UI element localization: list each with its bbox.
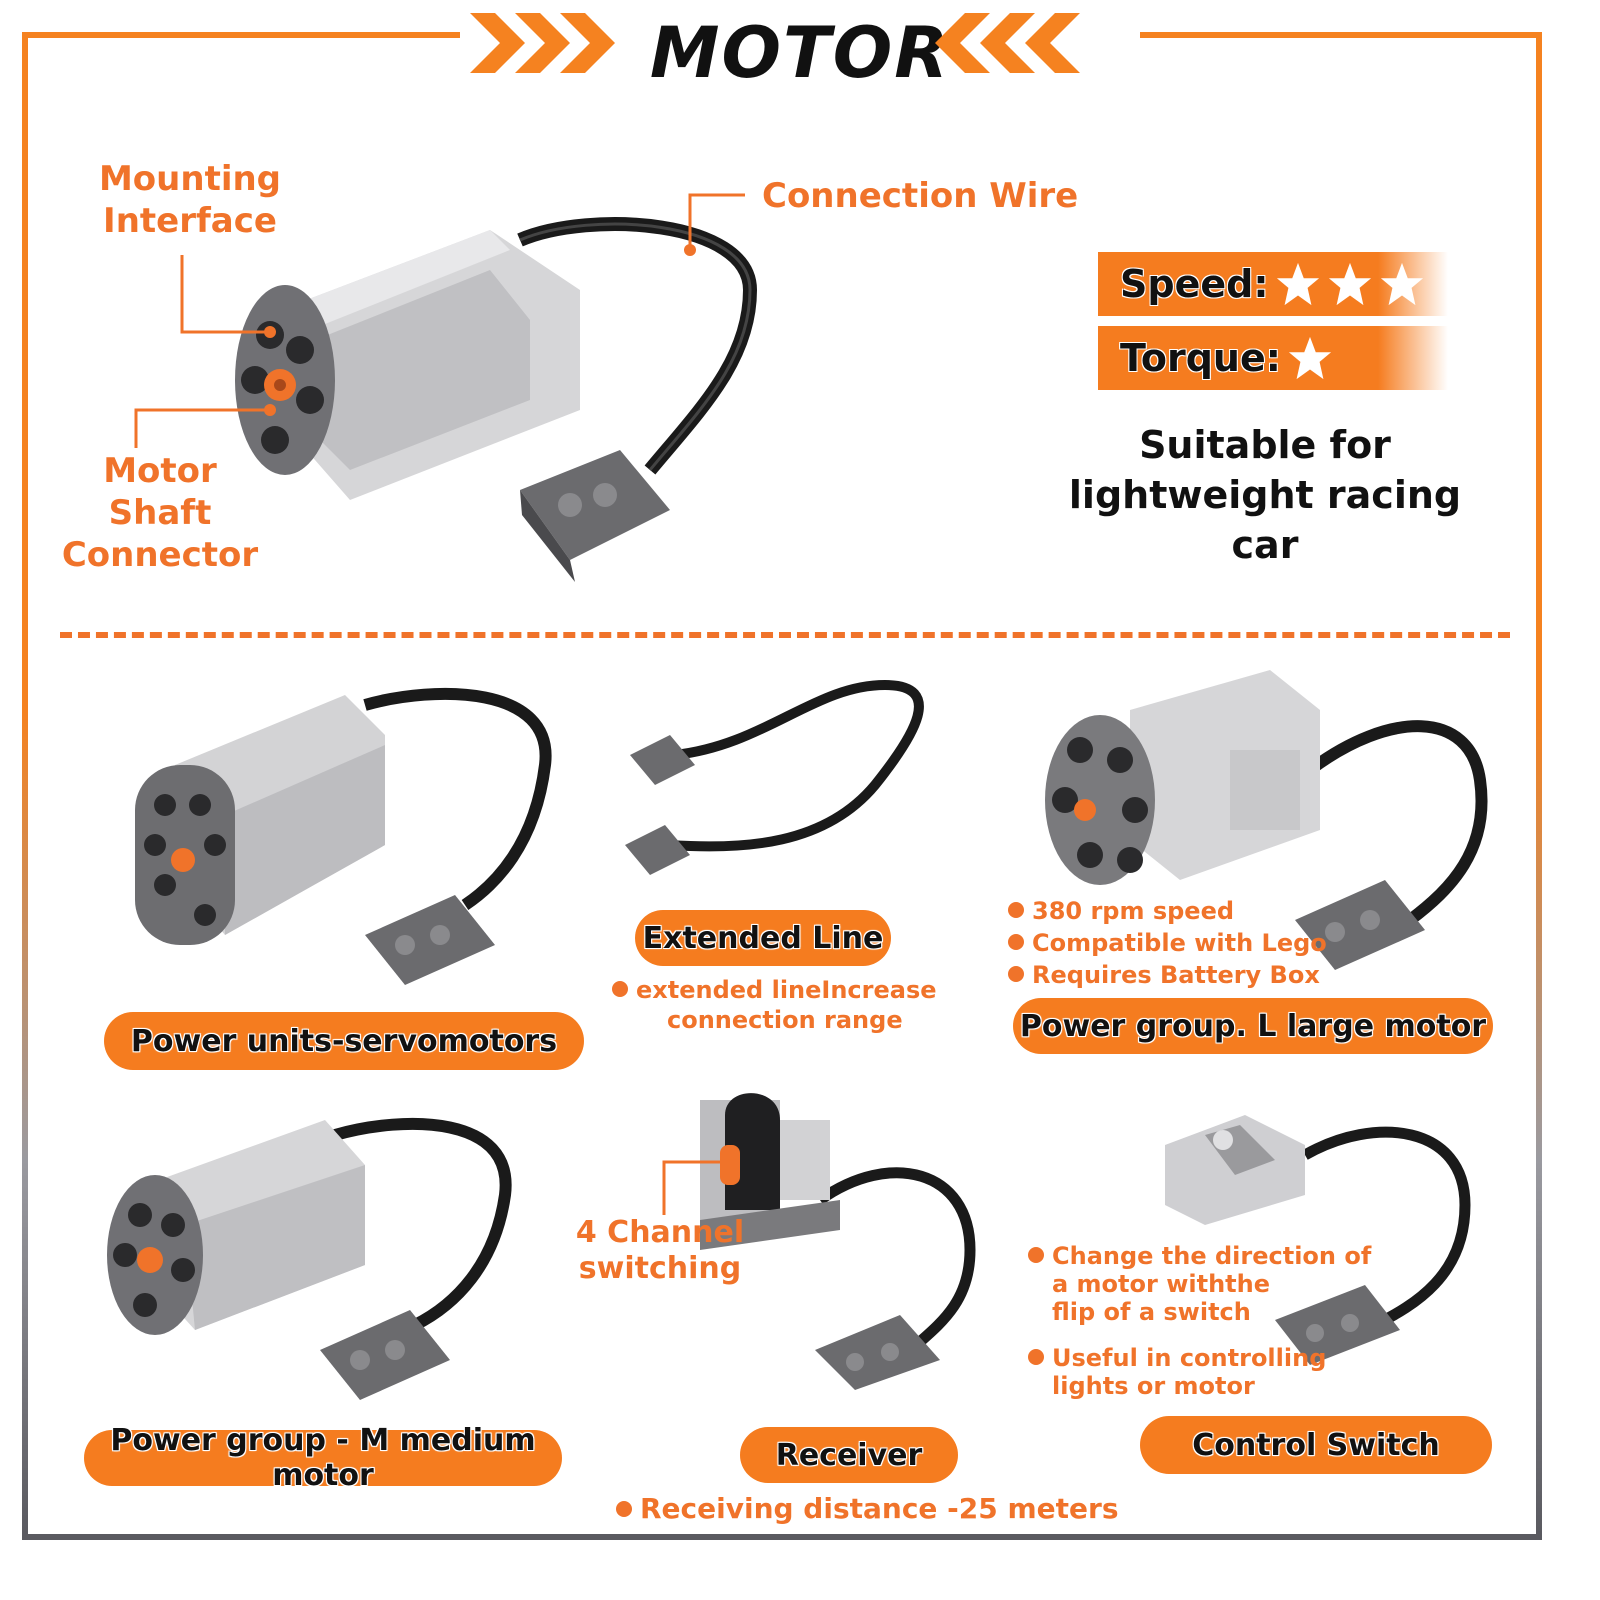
bullet-dot	[1028, 1349, 1044, 1365]
chevron-right-icon	[470, 13, 615, 73]
switch-bullet-2-line-2: lights or motor	[1052, 1372, 1255, 1400]
callout-lines	[134, 193, 745, 448]
large-bullets: 380 rpm speed Compatible with Lego Requi…	[1008, 895, 1327, 991]
torque-rating: Torque:	[1098, 326, 1448, 390]
receiver-callout: 4 Channel switching	[575, 1215, 745, 1287]
section-divider	[60, 632, 1510, 638]
switch-bullet-1-line-3: flip of a switch	[1052, 1298, 1251, 1326]
shaft-line-1: Motor Shaft	[103, 451, 217, 533]
mounting-interface-label: Mounting Interface	[90, 158, 290, 242]
receiver-label: Receiver	[740, 1427, 958, 1483]
speed-rating: Speed:	[1098, 252, 1448, 316]
star-icon	[1328, 262, 1371, 306]
star-icon	[1380, 262, 1423, 306]
extended-note-line-2: connection range	[667, 1006, 903, 1034]
large-bullet-3: Requires Battery Box	[1032, 961, 1320, 989]
switch-bullets: Change the direction of a motor withthe …	[1028, 1242, 1371, 1400]
large-motor-image	[1045, 670, 1488, 970]
servo-motor-image	[135, 687, 552, 985]
receiver-note: Receiving distance -25 meters	[616, 1492, 1119, 1526]
star-icon	[1288, 336, 1332, 380]
mounting-line-1: Mounting	[98, 159, 282, 199]
large-motor-label: Power group. L large motor	[1013, 998, 1493, 1054]
receiver-callout-line-2: switching	[578, 1251, 742, 1286]
switch-bullet-1-line-2: a motor withthe	[1052, 1270, 1270, 1298]
torque-label: Torque:	[1120, 336, 1281, 380]
bullet-dot	[616, 1501, 632, 1517]
bullet-dot	[612, 981, 628, 997]
control-switch-label: Control Switch	[1140, 1416, 1492, 1474]
bullet-dot	[1008, 966, 1024, 982]
suitable-line-2: lightweight racing car	[1068, 473, 1462, 567]
servo-label: Power units-servomotors	[104, 1012, 584, 1070]
medium-motor-image	[107, 1117, 512, 1400]
receiver-callout-line-1: 4 Channel	[575, 1215, 745, 1250]
receiver-image	[700, 1093, 976, 1390]
star-icon	[1276, 262, 1319, 306]
extended-note-line-1: extended lineIncrease	[636, 976, 937, 1004]
extended-note: extended lineIncrease connection range	[612, 975, 937, 1035]
title-bar: MOTOR	[460, 0, 1140, 94]
receiver-callout-line	[662, 1160, 722, 1215]
extended-line-label: Extended Line	[635, 910, 891, 966]
large-bullet-1: 380 rpm speed	[1032, 897, 1235, 925]
switch-bullet-2-line-1: Useful in controlling	[1052, 1344, 1327, 1372]
bullet-dot	[1008, 934, 1024, 950]
suitable-text: Suitable for lightweight racing car	[1040, 420, 1490, 570]
shaft-line-2: Connector	[61, 535, 259, 575]
motor-illustration	[235, 217, 758, 582]
chevron-left-icon	[935, 13, 1080, 73]
switch-bullet-1-line-1: Change the direction of	[1052, 1242, 1372, 1270]
bullet-dot	[1028, 1247, 1044, 1263]
extended-line-image	[625, 679, 924, 875]
large-bullet-2: Compatible with Lego	[1032, 929, 1327, 957]
receiver-note-text: Receiving distance -25 meters	[640, 1492, 1119, 1525]
connection-wire-label: Connection Wire	[762, 176, 1079, 216]
bullet-dot	[1008, 902, 1024, 918]
suitable-line-1: Suitable for	[1139, 423, 1391, 467]
control-switch-image	[1165, 1115, 1471, 1365]
speed-label: Speed:	[1120, 262, 1269, 306]
mounting-line-2: Interface	[103, 201, 277, 241]
page-title: MOTOR	[649, 12, 951, 94]
motor-shaft-connector-label: Motor Shaft Connector	[50, 450, 270, 576]
